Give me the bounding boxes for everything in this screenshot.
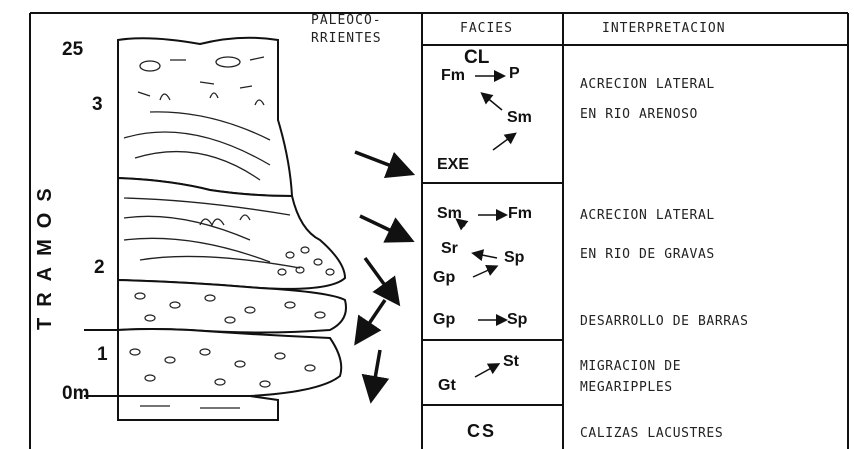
facies-sp: Sp bbox=[504, 250, 524, 266]
facies-fm-2: Fm bbox=[508, 206, 532, 222]
facies-sm-2: Sm bbox=[437, 206, 462, 222]
facies-p: P bbox=[509, 66, 520, 82]
interp-t2-line1: ACRECION LATERAL bbox=[580, 209, 715, 222]
stratigraphic-column bbox=[118, 38, 346, 420]
facies-exe: EXE bbox=[437, 157, 469, 173]
header-facies: FACIES bbox=[460, 22, 513, 35]
facies-transition-arrows bbox=[460, 76, 512, 377]
facies-gp-2: Gp bbox=[433, 312, 455, 328]
interp-t2b: DESARROLLO DE BARRAS bbox=[580, 315, 749, 328]
facies-cs: CS bbox=[467, 422, 496, 440]
header-interpretacion: INTERPRETACION bbox=[602, 22, 726, 35]
facies-st: St bbox=[503, 354, 519, 370]
facies-cl: CL bbox=[464, 48, 489, 67]
interp-t1-line2: MEGARIPPLES bbox=[580, 381, 673, 394]
interp-t1-line1: MIGRACION DE bbox=[580, 360, 681, 373]
facies-gp: Gp bbox=[433, 270, 455, 286]
interp-t3-line1: ACRECION LATERAL bbox=[580, 78, 715, 91]
facies-sm: Sm bbox=[507, 110, 532, 126]
facies-sr: Sr bbox=[441, 241, 458, 257]
interp-t2-line2: EN RIO DE GRAVAS bbox=[580, 248, 715, 261]
facies-fm: Fm bbox=[441, 68, 465, 84]
header-paleocorrientes-1: PALEOCO- bbox=[311, 14, 382, 27]
facies-sp-2: Sp bbox=[507, 312, 527, 328]
interp-t3-line2: EN RIO ARENOSO bbox=[580, 108, 698, 121]
interp-base: CALIZAS LACUSTRES bbox=[580, 427, 723, 440]
paleocurrent-arrows bbox=[355, 152, 402, 390]
facies-gt: Gt bbox=[438, 378, 456, 394]
header-paleocorrientes-2: RRIENTES bbox=[311, 32, 382, 45]
